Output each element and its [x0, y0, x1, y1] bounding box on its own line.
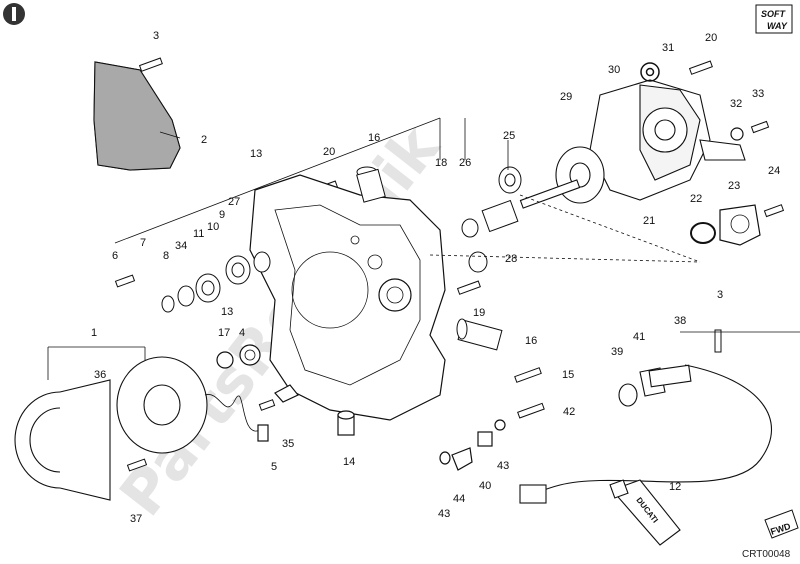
callout: 39: [611, 346, 623, 358]
callout: 4: [239, 327, 245, 339]
callout: 40: [479, 480, 491, 492]
callout: 41: [633, 331, 645, 343]
callout: 1: [91, 327, 97, 339]
gear-icon: [640, 62, 660, 82]
softway-logo: SOFT WAY: [755, 4, 793, 34]
generator-cover: [249, 174, 446, 421]
callout: 18: [435, 157, 447, 169]
callout: 25: [503, 130, 515, 142]
callout: 20: [705, 32, 717, 44]
callout: 7: [140, 237, 146, 249]
bearing-stack: [161, 251, 271, 313]
callout: 38: [674, 315, 686, 327]
callout: 9: [219, 209, 225, 221]
callout: 28: [505, 253, 517, 265]
leader-lines: [47, 117, 800, 380]
callout: 29: [560, 91, 572, 103]
callout: 22: [690, 193, 702, 205]
svg-text:SOFT: SOFT: [761, 9, 787, 19]
callout: 32: [730, 98, 742, 110]
callout: 11: [193, 228, 204, 240]
callout: 14: [343, 456, 355, 468]
callout: 6: [112, 250, 118, 262]
callout: 37: [130, 513, 142, 525]
callout: 3: [717, 289, 723, 301]
callout: 44: [453, 493, 465, 505]
callout: 3: [153, 30, 159, 42]
svg-text:WAY: WAY: [767, 21, 788, 31]
catalog-code: CRT00048: [742, 549, 791, 560]
seal: [216, 351, 234, 369]
callout: 17: [218, 327, 230, 339]
fwd-arrow-icon: FWD: [764, 509, 799, 539]
callout: 2: [201, 134, 207, 146]
sensor-assembly: [519, 364, 772, 504]
callout: 42: [563, 406, 575, 418]
callout: 26: [459, 157, 471, 169]
callout: 20: [323, 146, 335, 158]
callout: 13: [221, 306, 233, 318]
callout: 21: [643, 215, 655, 227]
pipe-fitting-top: [356, 166, 386, 203]
callout: 43: [497, 460, 509, 472]
callout: 27: [228, 196, 240, 208]
seal: [239, 344, 261, 366]
callout: 13: [250, 148, 262, 160]
sealant-tube: [609, 479, 681, 546]
callout: 35: [282, 438, 294, 450]
callout: 33: [752, 88, 764, 100]
outlet-flange: [719, 204, 761, 246]
callout-labels: 1 2 3 3 4 5 6 7 8 9 10 11 12 13 13 14 15…: [91, 30, 780, 525]
callout: 30: [608, 64, 620, 76]
callout: 19: [473, 307, 485, 319]
callout: 36: [94, 369, 106, 381]
water-pump: [519, 79, 746, 209]
shaft-parts: [461, 166, 522, 273]
callout: 24: [768, 165, 780, 177]
callout: 31: [662, 42, 674, 54]
callout: 5: [271, 461, 277, 473]
info-icon: [3, 3, 25, 25]
callout: 16: [525, 335, 537, 347]
callout: 16: [368, 132, 380, 144]
callout: 34: [175, 240, 187, 252]
o-ring: [690, 222, 716, 244]
callout: 8: [163, 250, 169, 262]
stator-rotor: [14, 356, 208, 501]
callout: 43: [438, 508, 450, 520]
callout: 15: [562, 369, 574, 381]
callout: 12: [669, 481, 681, 493]
callout: 10: [207, 221, 219, 233]
callout: 23: [728, 180, 740, 192]
pipe-fitting-lower: [456, 318, 503, 351]
